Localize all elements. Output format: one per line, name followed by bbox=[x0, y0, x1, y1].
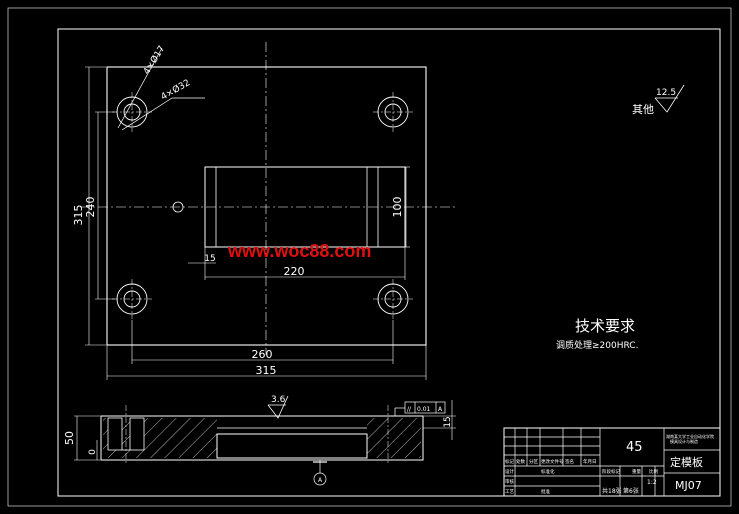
title-approve: 批准 bbox=[541, 488, 550, 495]
dim-220: 220 bbox=[284, 265, 305, 278]
tolerance-symbol: // bbox=[407, 406, 412, 413]
title-ratio: 比例 bbox=[649, 468, 658, 475]
dim-315-horizontal: 315 bbox=[256, 364, 277, 377]
title-block bbox=[503, 427, 721, 497]
tolerance-value: 0.01 bbox=[417, 406, 431, 413]
title-scale: 1:2 bbox=[647, 479, 657, 486]
watermark: www.woc88.com bbox=[227, 241, 371, 261]
center-window bbox=[204, 166, 406, 248]
title-row-date: 年月日 bbox=[583, 458, 597, 465]
dim-50: 50 bbox=[63, 431, 76, 445]
dim-15: 15 bbox=[204, 254, 215, 264]
section-roughness-value: 3.6 bbox=[271, 395, 286, 405]
dim-100-vertical: 100 bbox=[391, 197, 404, 218]
roughness-other-label: 其他 bbox=[632, 103, 654, 116]
tolerance-datum: A bbox=[438, 406, 443, 413]
dim-0: 0 bbox=[88, 449, 98, 455]
dim-315-vertical: 315 bbox=[72, 205, 85, 226]
hole-callout-32: 4×Ø32 bbox=[159, 77, 192, 102]
roughness-symbol bbox=[654, 84, 685, 113]
title-school: 湖南某大学工业自动化学院 bbox=[666, 433, 714, 439]
requirements-line1: 调质处理≥200HRC. bbox=[556, 339, 638, 351]
inner-frame bbox=[57, 28, 721, 497]
title-stage: 阶段标记 bbox=[602, 468, 620, 475]
dim-260: 260 bbox=[252, 348, 273, 361]
title-row-count: 处数 bbox=[516, 458, 525, 465]
title-process: 工艺 bbox=[505, 489, 514, 495]
requirements-title: 技术要求 bbox=[575, 317, 635, 335]
title-sheet-total: 共18张 bbox=[602, 487, 622, 495]
plan-view bbox=[80, 42, 455, 380]
datum-marker: A bbox=[318, 477, 323, 484]
title-part-name: 定模板 bbox=[670, 455, 703, 469]
dim-240-vertical: 240 bbox=[84, 197, 97, 218]
title-row-zone: 分区 bbox=[529, 458, 538, 465]
title-review: 审核 bbox=[505, 478, 514, 485]
title-standard: 标准化 bbox=[541, 468, 555, 475]
title-designer: 设计 bbox=[505, 468, 514, 475]
hole-callout-17: 4×Ø17 bbox=[141, 44, 167, 77]
title-row-mark: 标记 bbox=[505, 458, 514, 465]
small-hole bbox=[172, 201, 184, 213]
outer-frame bbox=[7, 7, 732, 507]
roughness-value: 12.5 bbox=[656, 88, 676, 98]
title-sheet-no: 第6张 bbox=[623, 487, 639, 495]
plate-outline bbox=[106, 66, 427, 346]
title-row-change: 更改文件号 bbox=[541, 458, 564, 465]
section-view bbox=[74, 395, 456, 486]
dim-15-side: 15 bbox=[443, 416, 453, 427]
title-row-sign: 签名 bbox=[565, 458, 574, 465]
title-school-sub: 模具设计与制造 bbox=[670, 438, 698, 444]
title-weight: 重量 bbox=[632, 468, 641, 475]
title-material: 45 bbox=[626, 440, 643, 455]
title-drawing-no: MJ07 bbox=[675, 479, 702, 492]
